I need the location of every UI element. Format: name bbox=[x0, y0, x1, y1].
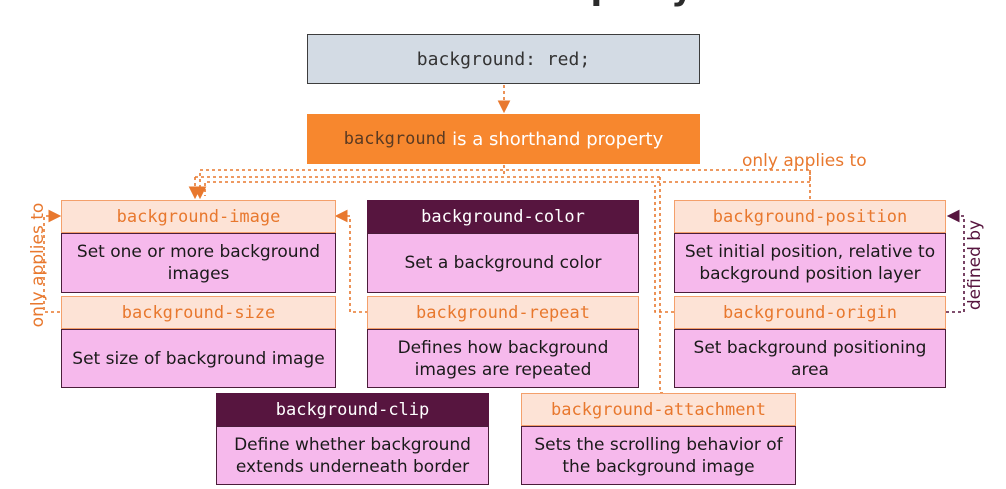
shorthand-box: background is a shorthand property bbox=[307, 114, 700, 164]
box-background-size-desc: Set size of background image bbox=[61, 329, 336, 388]
label-defined-by: defined by bbox=[965, 219, 985, 311]
box-background-repeat-desc: Defines how background images are repeat… bbox=[367, 329, 639, 388]
arrow-size-to-image bbox=[43, 209, 62, 313]
root-declaration: background: red; bbox=[307, 34, 700, 84]
box-background-color-desc: Set a background color bbox=[367, 233, 639, 293]
box-background-size-name: background-size bbox=[61, 296, 336, 329]
line-position-applies bbox=[193, 169, 811, 200]
shorthand-text: is a shorthand property bbox=[452, 128, 664, 150]
root-code: background: red; bbox=[416, 48, 591, 70]
page-title-fragment: Shorthand Property bbox=[260, 0, 746, 8]
box-background-origin-desc: Set background positioning area bbox=[674, 329, 946, 388]
line-origin-link bbox=[654, 185, 674, 313]
label-only-applies-to-left: only applies to bbox=[28, 202, 48, 328]
box-background-attachment-name: background-attachment bbox=[521, 393, 796, 426]
shorthand-keyword: background bbox=[343, 129, 447, 149]
box-background-image-desc: Set one or more background images bbox=[61, 233, 336, 293]
box-background-clip-name: background-clip bbox=[216, 393, 489, 426]
box-background-repeat-name: background-repeat bbox=[367, 296, 639, 329]
box-background-color-name: background-color bbox=[367, 200, 639, 233]
box-background-origin-name: background-origin bbox=[674, 296, 946, 329]
box-background-image-name: background-image bbox=[61, 200, 336, 233]
label-only-applies-to-top: only applies to bbox=[742, 151, 867, 171]
box-background-attachment-desc: Sets the scrolling behavior of the backg… bbox=[521, 426, 796, 485]
arrow-repeat-to-image bbox=[334, 209, 368, 313]
line-position-applies-2 bbox=[204, 170, 811, 196]
arrow-origin-to-position bbox=[946, 209, 965, 313]
box-background-clip-desc: Define whether background extends undern… bbox=[216, 426, 489, 485]
box-background-position-desc: Set initial position, relative to backgr… bbox=[674, 233, 946, 293]
box-background-position-name: background-position bbox=[674, 200, 946, 233]
